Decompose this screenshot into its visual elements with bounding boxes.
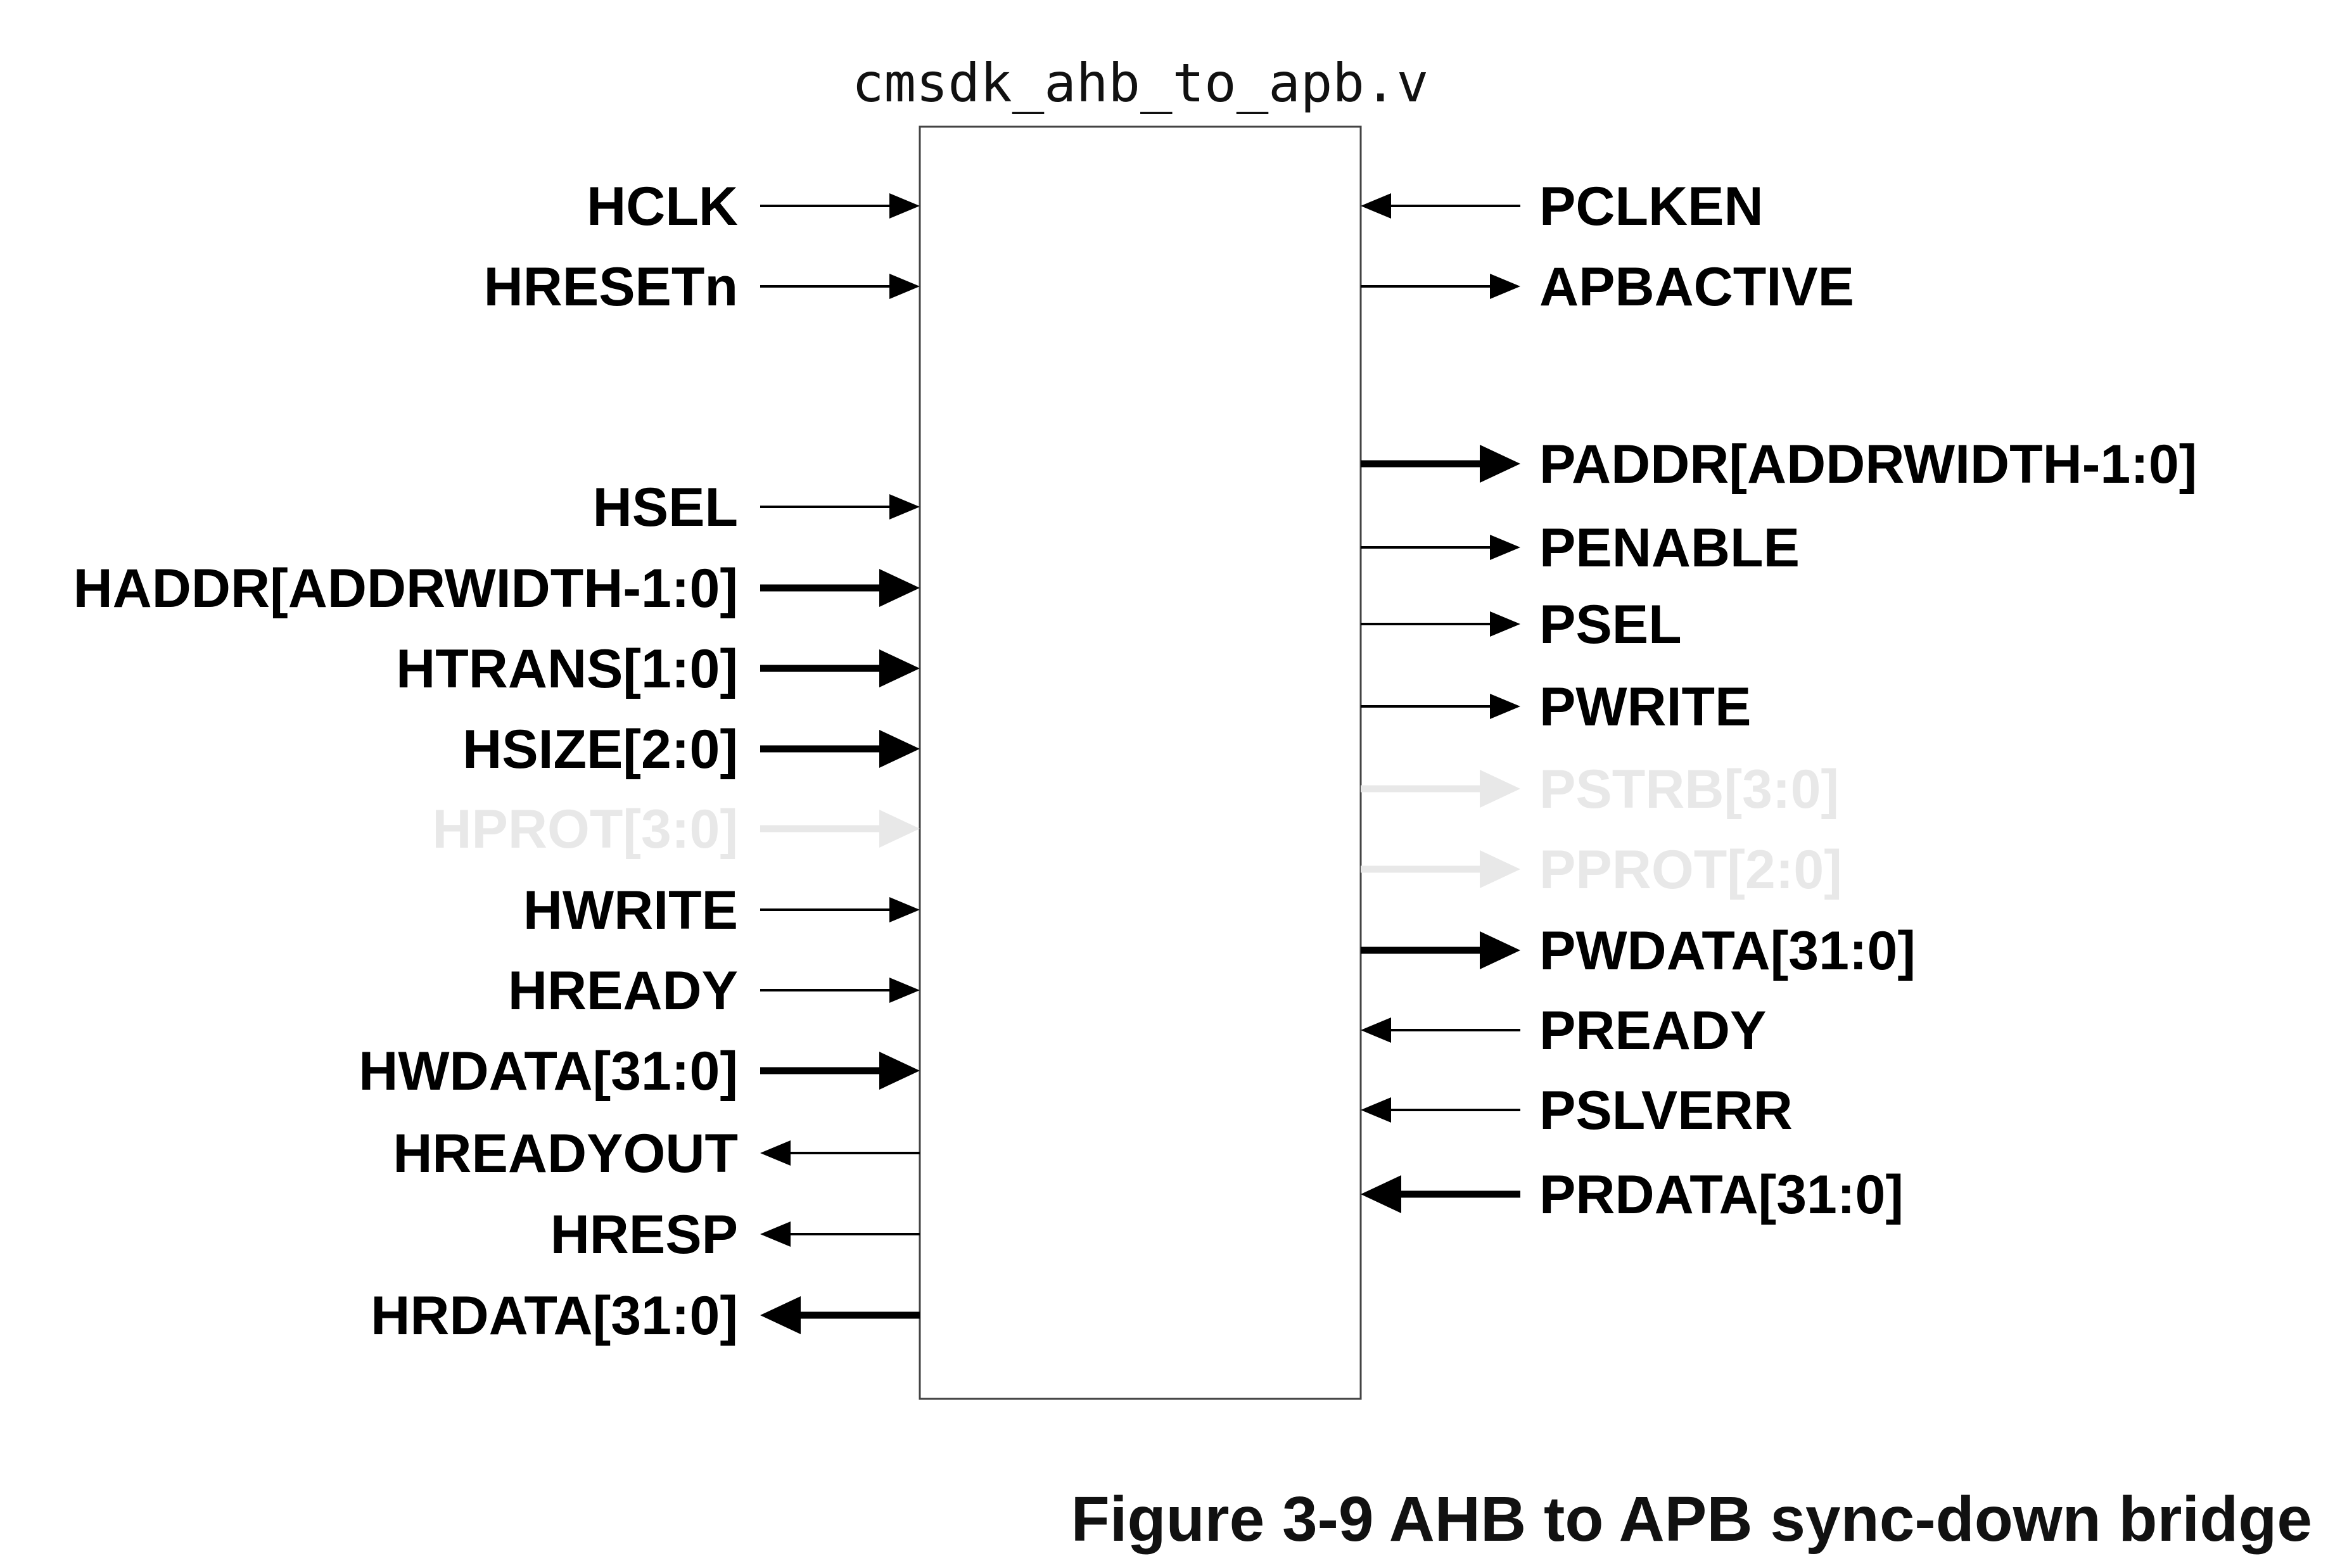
port-penable-label: PENABLE	[1539, 518, 1800, 578]
port-hreadyout-label: HREADYOUT	[393, 1123, 738, 1184]
port-pclken-label: PCLKEN	[1539, 176, 1764, 237]
port-hready: HREADY	[508, 960, 920, 1021]
port-pstrb-3-0-arrowhead	[1480, 770, 1520, 808]
port-pclken: PCLKEN	[1361, 176, 1764, 237]
port-apbactive-label: APBACTIVE	[1539, 257, 1854, 317]
port-hresp-label: HRESP	[550, 1204, 738, 1265]
port-hsize-2-0: HSIZE[2:0]	[462, 719, 920, 780]
port-hprot-3-0: HPROT[3:0]	[432, 799, 920, 860]
port-pwdata-31-0-arrowhead	[1480, 931, 1520, 969]
port-pslverr: PSLVERR	[1361, 1080, 1793, 1141]
right-ports: PCLKEN APBACTIVE PADDR[ADDRWIDTH-1:0] PENAB…	[1361, 176, 2197, 1225]
port-hreadyout: HREADYOUT	[393, 1123, 920, 1184]
port-hwdata-31-0-label: HWDATA[31:0]	[359, 1041, 738, 1102]
port-hsel-label: HSEL	[593, 477, 738, 538]
port-hresetn-label: HRESETn	[484, 257, 738, 317]
port-paddr-addrwidth-1-0: PADDR[ADDRWIDTH-1:0]	[1361, 434, 2197, 495]
port-pready: PREADY	[1361, 1000, 1766, 1061]
port-hready-arrowhead	[889, 978, 920, 1003]
port-pprot-2-0-arrowhead	[1480, 850, 1520, 888]
port-hsize-2-0-arrowhead	[879, 730, 920, 768]
port-hresetn: HRESETn	[484, 257, 920, 317]
port-pwdata-31-0: PWDATA[31:0]	[1361, 921, 1916, 981]
port-hrdata-31-0-arrowhead	[760, 1296, 801, 1334]
figure-caption: Figure 3-9 AHB to APB sync-down bridge	[1071, 1484, 2312, 1555]
port-hwdata-31-0-arrowhead	[879, 1052, 920, 1090]
port-psel-label: PSEL	[1539, 594, 1682, 655]
port-hrdata-31-0: HRDATA[31:0]	[371, 1285, 920, 1346]
port-pwdata-31-0-label: PWDATA[31:0]	[1539, 921, 1916, 981]
port-hsel: HSEL	[593, 477, 920, 538]
port-paddr-addrwidth-1-0-label: PADDR[ADDRWIDTH-1:0]	[1539, 434, 2197, 495]
port-haddr-addrwidth-1-0-arrowhead	[879, 569, 920, 607]
port-apbactive: APBACTIVE	[1361, 257, 1854, 317]
port-hwrite-arrowhead	[889, 897, 920, 922]
port-paddr-addrwidth-1-0-arrowhead	[1480, 445, 1520, 483]
port-pslverr-arrowhead	[1361, 1097, 1391, 1123]
port-pprot-2-0-label: PPROT[2:0]	[1539, 839, 1842, 900]
port-hwrite-label: HWRITE	[523, 880, 738, 941]
port-hclk-label: HCLK	[587, 176, 738, 237]
port-pprot-2-0: PPROT[2:0]	[1361, 839, 1842, 900]
port-hsize-2-0-label: HSIZE[2:0]	[462, 719, 738, 780]
port-pstrb-3-0-label: PSTRB[3:0]	[1539, 759, 1839, 820]
port-prdata-31-0-arrowhead	[1361, 1175, 1401, 1213]
port-hresetn-arrowhead	[889, 274, 920, 299]
port-hprot-3-0-arrowhead	[879, 810, 920, 848]
port-hresp-arrowhead	[760, 1221, 791, 1247]
port-hclk-arrowhead	[889, 193, 920, 219]
port-pstrb-3-0: PSTRB[3:0]	[1361, 759, 1839, 820]
port-hrdata-31-0-label: HRDATA[31:0]	[371, 1285, 738, 1346]
port-pready-arrowhead	[1361, 1017, 1391, 1043]
port-prdata-31-0: PRDATA[31:0]	[1361, 1164, 1904, 1225]
module-box	[919, 125, 1362, 1400]
port-htrans-1-0-label: HTRANS[1:0]	[396, 639, 738, 699]
port-pslverr-label: PSLVERR	[1539, 1080, 1793, 1141]
port-penable: PENABLE	[1361, 518, 1800, 578]
port-hwdata-31-0: HWDATA[31:0]	[359, 1041, 920, 1102]
port-apbactive-arrowhead	[1490, 274, 1520, 299]
port-hresp: HRESP	[550, 1204, 920, 1265]
port-haddr-addrwidth-1-0-label: HADDR[ADDRWIDTH-1:0]	[73, 558, 738, 619]
port-psel: PSEL	[1361, 594, 1682, 655]
port-hprot-3-0-label: HPROT[3:0]	[432, 799, 738, 860]
port-pclken-arrowhead	[1361, 193, 1391, 219]
port-hsel-arrowhead	[889, 494, 920, 519]
port-pwrite-label: PWRITE	[1539, 677, 1751, 737]
port-pwrite-arrowhead	[1490, 694, 1520, 719]
port-hwrite: HWRITE	[523, 880, 920, 941]
port-psel-arrowhead	[1490, 611, 1520, 637]
port-haddr-addrwidth-1-0: HADDR[ADDRWIDTH-1:0]	[73, 558, 920, 619]
module-name: cmsdk_ahb_to_apb.v	[852, 52, 1428, 114]
port-pwrite: PWRITE	[1361, 677, 1751, 737]
port-pready-label: PREADY	[1539, 1000, 1766, 1061]
port-hreadyout-arrowhead	[760, 1140, 791, 1166]
port-hclk: HCLK	[587, 176, 920, 237]
port-prdata-31-0-label: PRDATA[31:0]	[1539, 1164, 1904, 1225]
port-htrans-1-0-arrowhead	[879, 649, 920, 687]
port-hready-label: HREADY	[508, 960, 738, 1021]
port-penable-arrowhead	[1490, 535, 1520, 560]
port-htrans-1-0: HTRANS[1:0]	[396, 639, 920, 699]
